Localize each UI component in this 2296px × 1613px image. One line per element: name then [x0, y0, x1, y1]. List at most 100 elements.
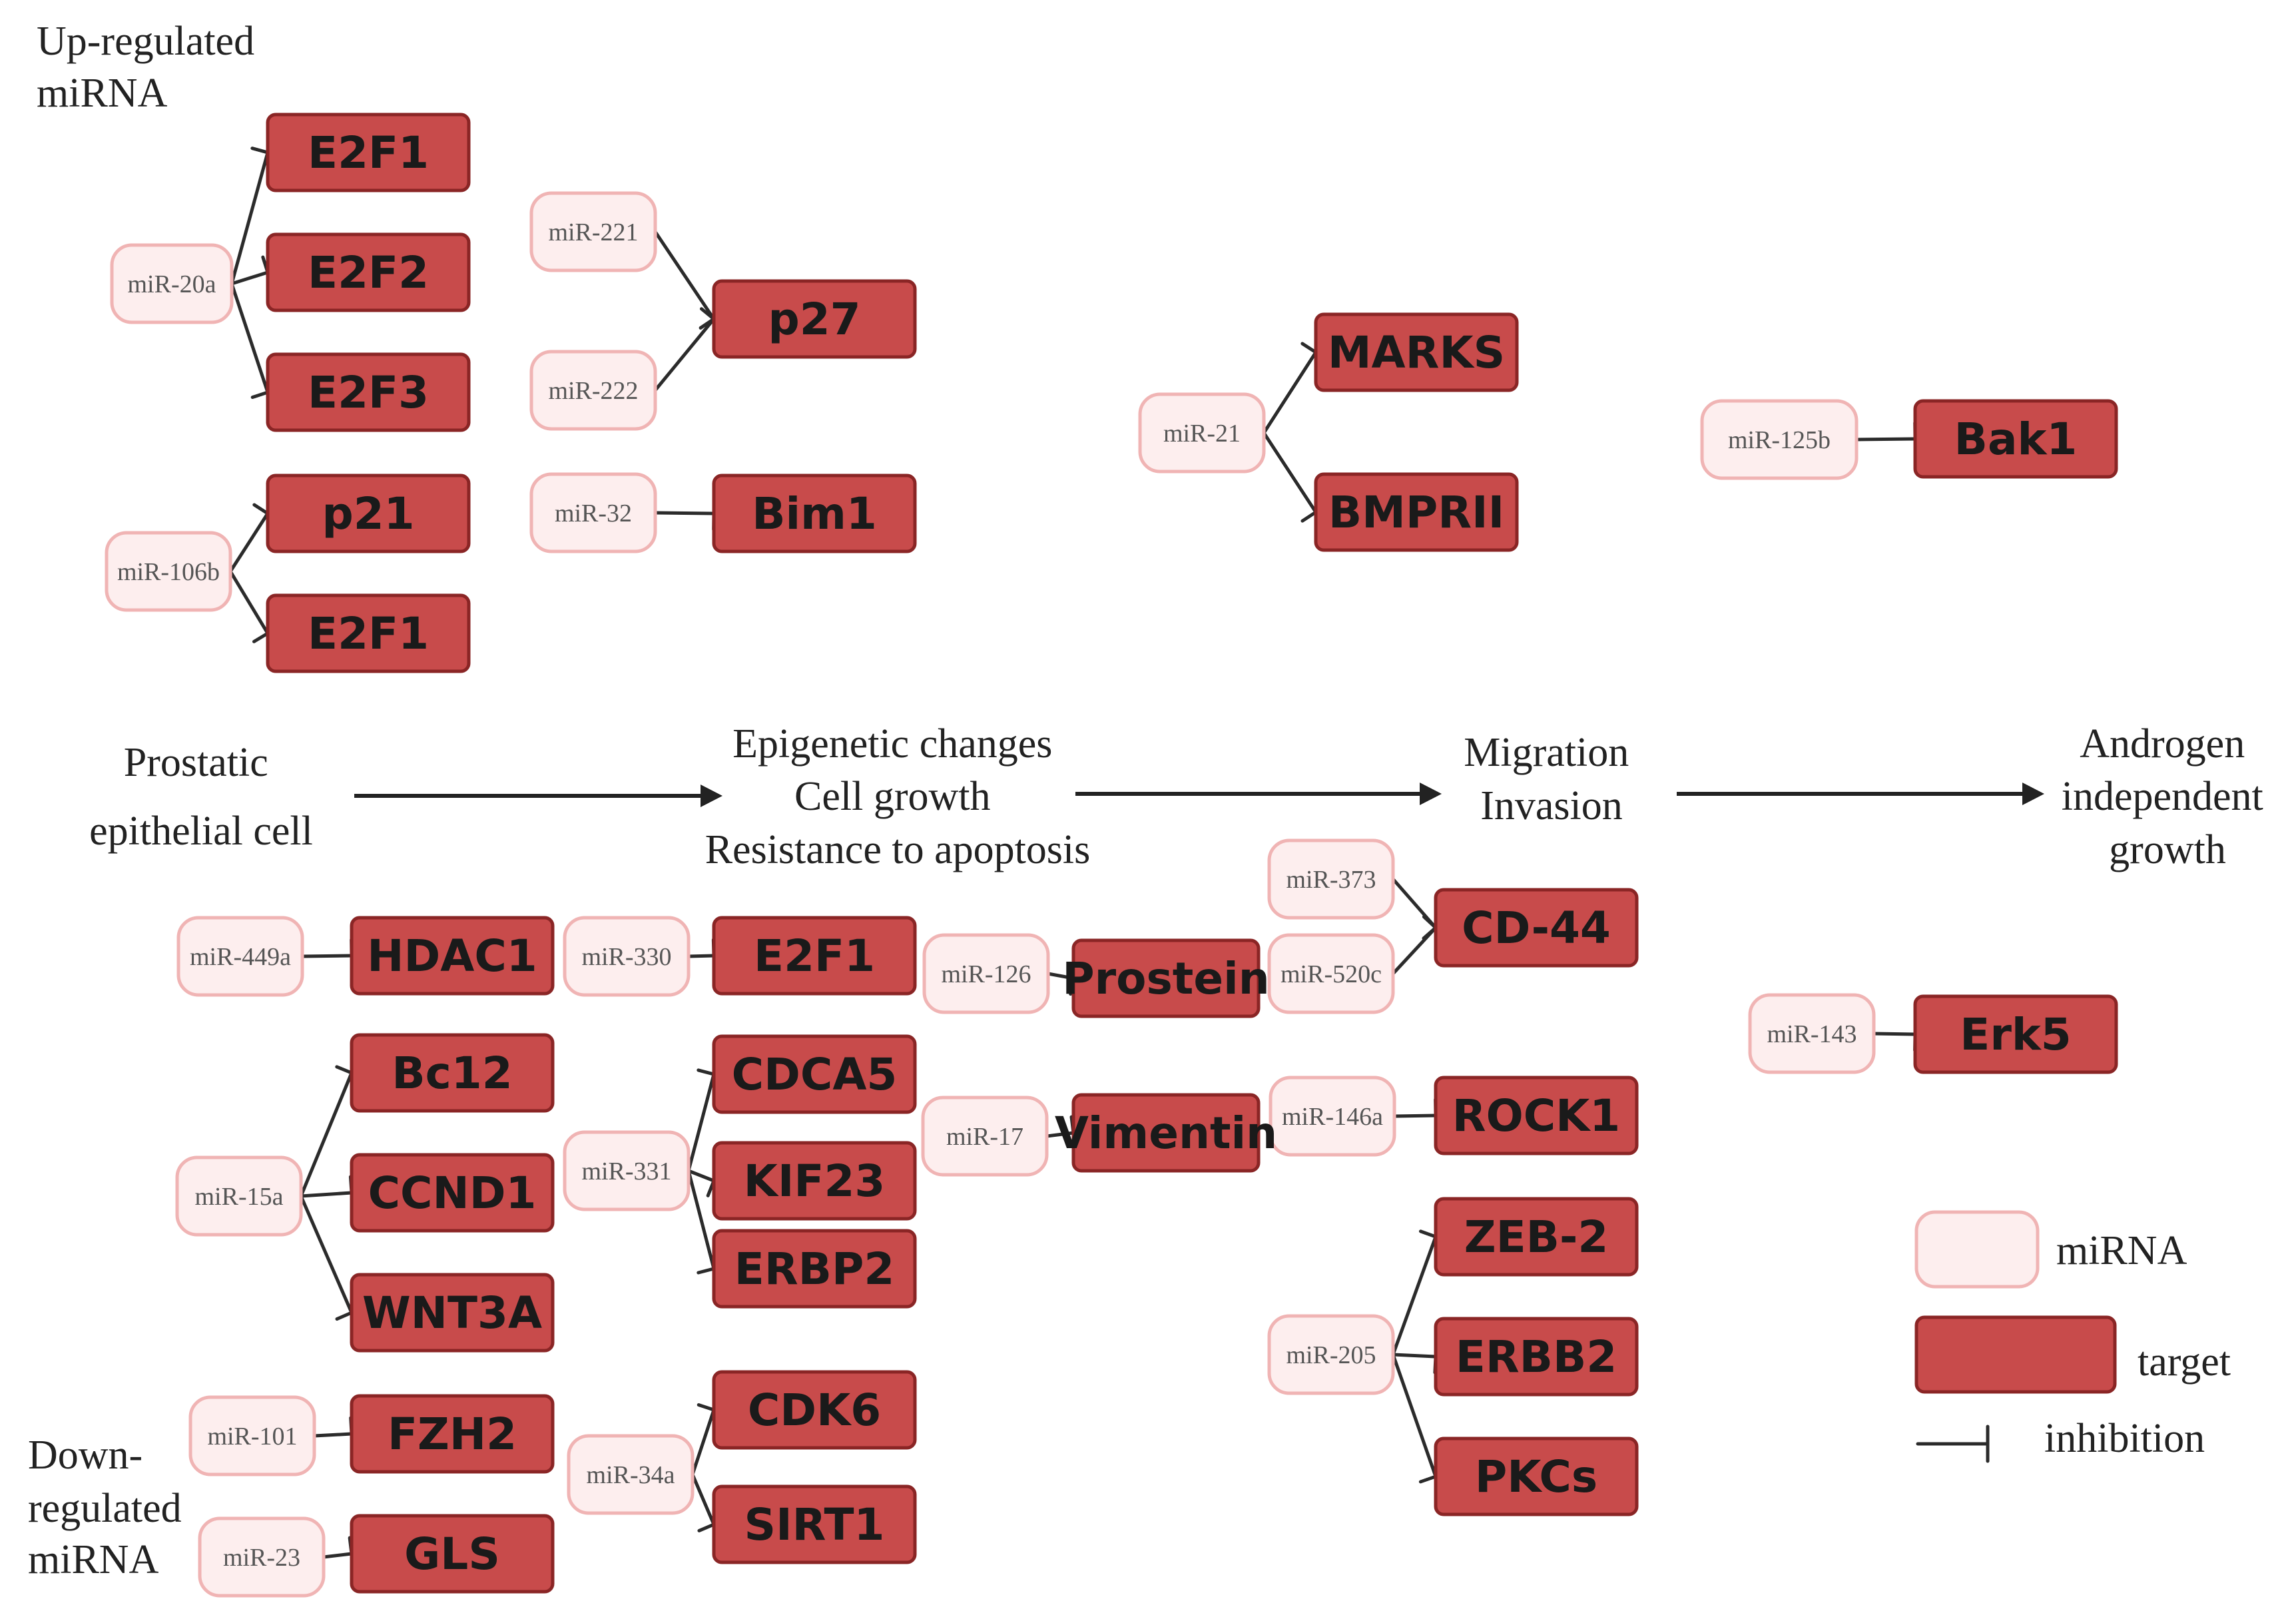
mirna-box: [1748, 993, 1876, 1074]
mirna-box: [1269, 1076, 1396, 1157]
target-label: HDAC1: [367, 930, 537, 982]
mirna-label: miR-15a: [195, 1183, 284, 1211]
target-box: [1434, 1437, 1639, 1516]
target-label: CCND1: [368, 1167, 537, 1219]
target-label: Prostein: [1062, 953, 1269, 1004]
target-box: [1434, 888, 1639, 968]
mirna-node-mir-20a: miR-20a: [110, 243, 234, 324]
mirna-node-mir-449a: miR-449a: [176, 916, 304, 997]
target-node-p21: p21: [266, 474, 471, 553]
target-box: [712, 279, 917, 359]
mirna-label: miR-106b: [117, 558, 220, 586]
target-node-e2f1: E2F1: [712, 916, 917, 996]
inhibition-edge-m101-tFZH2: [312, 1416, 354, 1452]
mirna-node-mir-32: miR-32: [529, 472, 657, 553]
target-node-bim1: Bim1: [712, 474, 917, 553]
target-label: E2F1: [754, 930, 875, 982]
target-node-cdca5: CDCA5: [712, 1034, 917, 1114]
mirna-box: [1138, 392, 1266, 474]
stage-androgen-independent-growth: Androgen independent growth: [2062, 721, 2274, 872]
target-label: PKCs: [1475, 1451, 1597, 1502]
target-box: [350, 916, 555, 996]
inhibition-edge-m205-tERBB2: [1391, 1339, 1438, 1375]
target-box: [1071, 938, 1261, 1018]
target-label: ZEB-2: [1464, 1211, 1609, 1263]
mirna-label: miR-20a: [128, 270, 216, 298]
mirna-label: miR-221: [548, 218, 638, 246]
target-box: [1314, 312, 1519, 392]
mirna-label: miR-205: [1286, 1341, 1376, 1369]
target-node-kif23: KIF23: [712, 1141, 917, 1221]
inhibition-edge-m146a-tROCK1: [1392, 1098, 1438, 1133]
downregulated-label: Down- regulated miRNA: [28, 1433, 192, 1582]
mirna-box: [105, 531, 232, 612]
mirna-box: [110, 243, 234, 324]
target-label: KIF23: [744, 1155, 886, 1207]
mirna-node-mir-205: miR-205: [1267, 1314, 1395, 1395]
mirna-box: [1267, 1314, 1395, 1395]
target-label: GLS: [404, 1528, 500, 1580]
target-node-cd-44: CD-44: [1434, 888, 1639, 968]
progression-arrow-2: [1075, 783, 1442, 805]
mirna-label: miR-373: [1286, 866, 1376, 894]
target-node-ccnd1: CCND1: [350, 1153, 555, 1233]
target-box: [350, 1153, 555, 1233]
target-node-zeb-2: ZEB-2: [1434, 1197, 1639, 1277]
mirna-label: miR-32: [555, 499, 632, 527]
target-box: [266, 232, 471, 312]
inhibition-edge-m449a-tHDAC1: [300, 938, 354, 974]
mirna-box: [198, 1516, 326, 1598]
target-label: WNT3A: [362, 1287, 542, 1339]
target-label: ERBP2: [734, 1243, 895, 1295]
mirna-node-mir-146a: miR-146a: [1269, 1076, 1396, 1157]
target-label: BMPRII: [1328, 487, 1504, 538]
legend-target-swatch: [1914, 1315, 2117, 1394]
upregulated-label: Up-regulated miRNA: [37, 19, 265, 116]
target-box: [350, 1273, 555, 1353]
mirna-label: miR-222: [548, 377, 638, 405]
target-box: [1913, 399, 2118, 479]
target-box: [1434, 1317, 1639, 1397]
target-node-pkcs: PKCs: [1434, 1437, 1639, 1516]
progression-arrow-1: [354, 785, 722, 807]
target-box: [712, 474, 917, 553]
target-node-cdk6: CDK6: [712, 1370, 917, 1450]
target-label: CDK6: [748, 1385, 881, 1436]
mirna-box: [563, 1130, 691, 1211]
mirna-label: miR-330: [581, 943, 671, 971]
legend-mirna-swatch: [1914, 1210, 2040, 1289]
target-box: [266, 113, 471, 192]
inhibition-edge-m32-tBim1: [653, 495, 716, 531]
target-node-vimentin: Vimentin: [1055, 1093, 1277, 1173]
target-label: CDCA5: [732, 1049, 898, 1100]
target-box: [1071, 1093, 1261, 1173]
legend-inhibition-symbol: [1916, 1425, 1990, 1463]
target-node-erbp2: ERBP2: [712, 1229, 917, 1309]
target-box: [266, 352, 471, 432]
mirna-label: miR-143: [1767, 1020, 1857, 1048]
target-node-e2f3: E2F3: [266, 352, 471, 432]
target-node-e2f1: E2F1: [266, 113, 471, 192]
mirna-label: miR-125b: [1728, 426, 1831, 454]
target-box: [712, 1370, 917, 1450]
mirna-label: miR-101: [207, 1423, 297, 1451]
mirna-node-mir-330: miR-330: [563, 916, 691, 997]
target-node-erbb2: ERBB2: [1434, 1317, 1639, 1397]
legend-mirna-label: miRNA: [2056, 1228, 2187, 1273]
target-label: ERBB2: [1456, 1331, 1617, 1383]
mirna-node-mir-17: miR-17: [921, 1096, 1049, 1177]
mirna-label: miR-21: [1163, 420, 1241, 448]
legend-target-label: target: [2138, 1339, 2231, 1385]
mirna-label: miR-449a: [190, 943, 291, 971]
mirna-box: [1700, 399, 1859, 480]
target-label: SIRT1: [744, 1499, 885, 1550]
stage-epigenetic-changes: Epigenetic changes Cell growth Resistanc…: [705, 721, 1091, 872]
mirna-node-mir-143: miR-143: [1748, 993, 1876, 1074]
target-label: Bc12: [392, 1048, 512, 1099]
target-label: Vimentin: [1055, 1108, 1277, 1159]
target-node-wnt3a: WNT3A: [350, 1273, 555, 1353]
target-node-bak1: Bak1: [1913, 399, 2118, 479]
mirna-box: [176, 916, 304, 997]
legend: miRNA target inhibition: [1914, 1210, 2231, 1463]
